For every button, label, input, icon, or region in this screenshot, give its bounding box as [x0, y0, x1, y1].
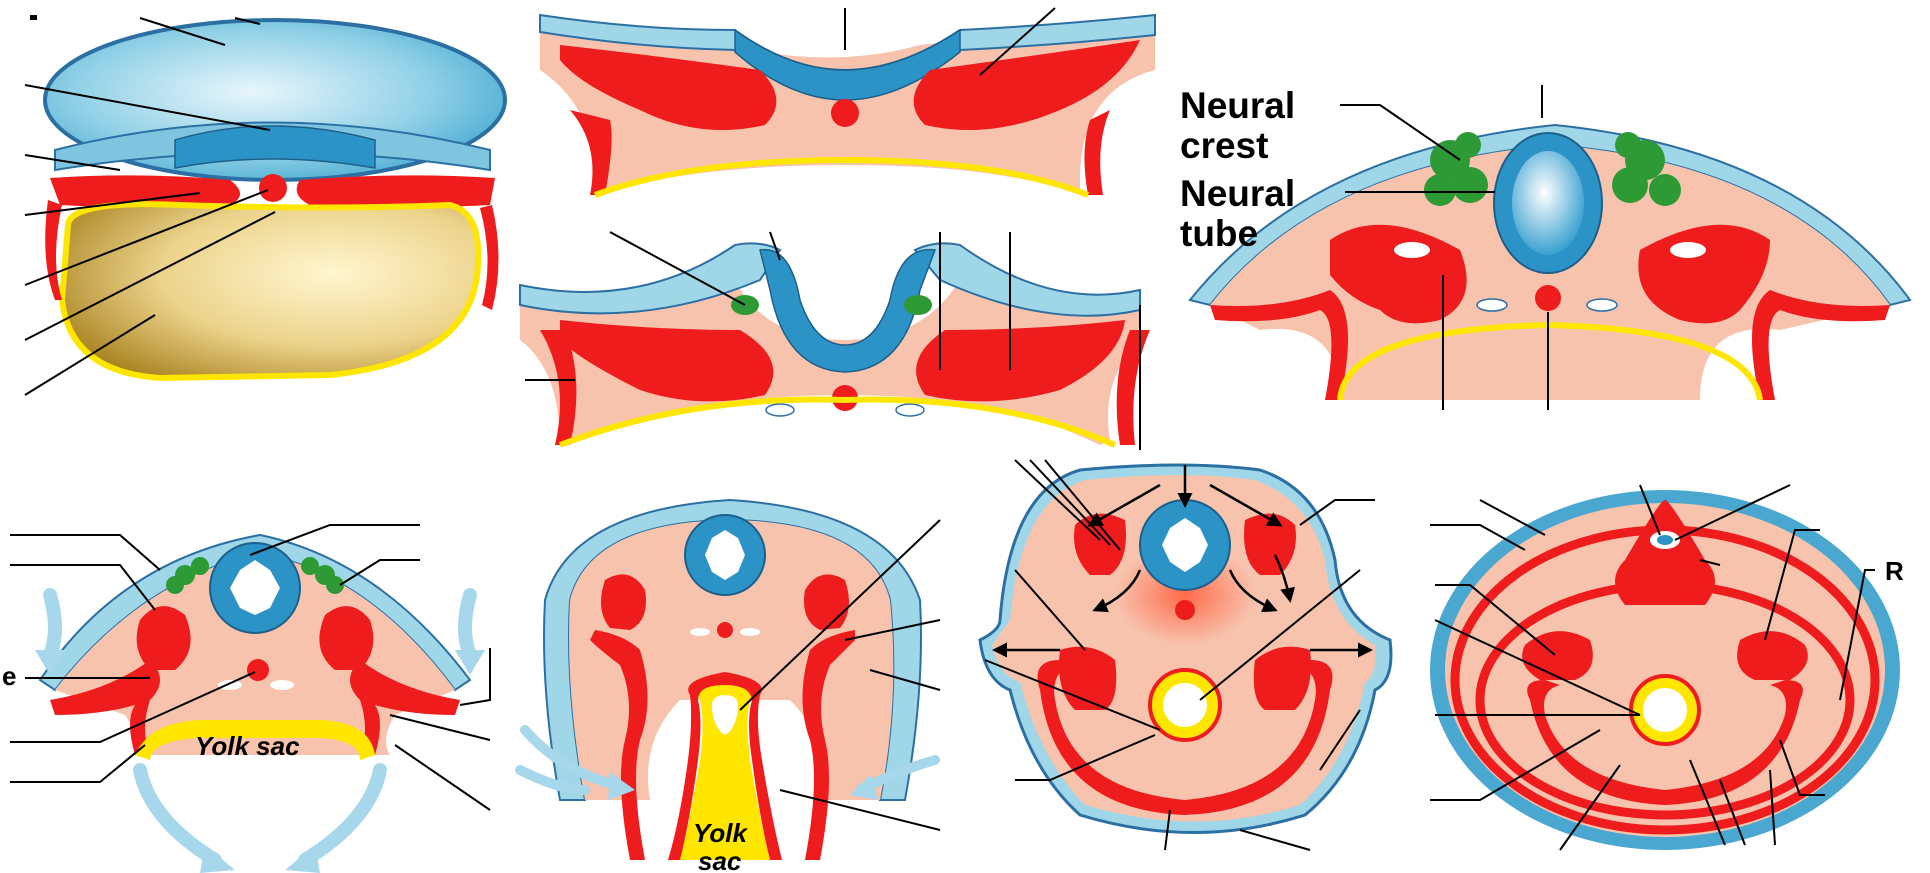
aorta-left: [766, 404, 794, 416]
yolk-sac: [62, 204, 478, 378]
aorta-left: [1477, 299, 1507, 311]
lateral-plate-left: [570, 110, 612, 195]
label-fragment-e: e: [2, 661, 16, 691]
somitocoel-left: [1394, 242, 1430, 258]
label-neural-crest-line2: crest: [1180, 125, 1268, 166]
notochord: [1535, 285, 1561, 311]
label-neural-tube-line1: Neural: [1180, 173, 1295, 214]
neural-canal: [1512, 151, 1584, 255]
label-yolk-sac-line2: sac: [698, 846, 742, 873]
panel-8-folded-embryo: R: [1430, 485, 1904, 850]
lateral-plate-right: [1254, 647, 1311, 710]
notochord: [247, 659, 269, 681]
panel-7-body-wall-closing: [980, 460, 1391, 850]
somatic-wall-right: [480, 205, 499, 310]
somatic-wall-left: [45, 200, 62, 300]
lateral-plate-right: [1752, 290, 1890, 400]
panel-3-neural-groove: [520, 232, 1150, 450]
aorta-left: [690, 628, 710, 636]
panel-6-gut-tube-forming: Yolk sac: [520, 500, 940, 873]
aorta-right: [740, 628, 760, 636]
panel-4-neural-tube: Neural crest Neural tube: [1180, 85, 1910, 410]
aorta-right: [270, 680, 294, 690]
label-neural-tube-line2: tube: [1180, 213, 1258, 254]
label-yolk-sac-line1: Yolk: [693, 818, 748, 848]
aorta-right: [896, 404, 924, 416]
neural-crest-right: [904, 295, 932, 315]
label-yolk-sac: Yolk sac: [195, 731, 300, 761]
notochord: [259, 174, 287, 202]
somite-right: [804, 574, 849, 630]
aorta-right: [1587, 299, 1617, 311]
gut-lumen: [1163, 683, 1207, 727]
gut-lumen: [1643, 688, 1687, 732]
notochord: [1175, 600, 1195, 620]
neural-canal: [1657, 535, 1673, 545]
panel-1-trilaminar-disc: [25, 15, 505, 395]
mesoderm-right: [297, 175, 495, 207]
notochord: [831, 99, 859, 127]
somitocoel-right: [1670, 242, 1706, 258]
label-r-fragment: R: [1885, 556, 1904, 586]
notochord: [717, 622, 733, 638]
somite-right: [319, 606, 373, 670]
panel-5-lateral-folding: Yolk sac e: [2, 525, 490, 873]
panel-2-neural-plate: [540, 8, 1155, 195]
tick-mark: [30, 15, 37, 20]
somite-left: [137, 606, 191, 670]
aorta-left: [218, 680, 242, 690]
label-neural-crest-line1: Neural: [1180, 85, 1295, 126]
somite-left: [601, 574, 646, 630]
